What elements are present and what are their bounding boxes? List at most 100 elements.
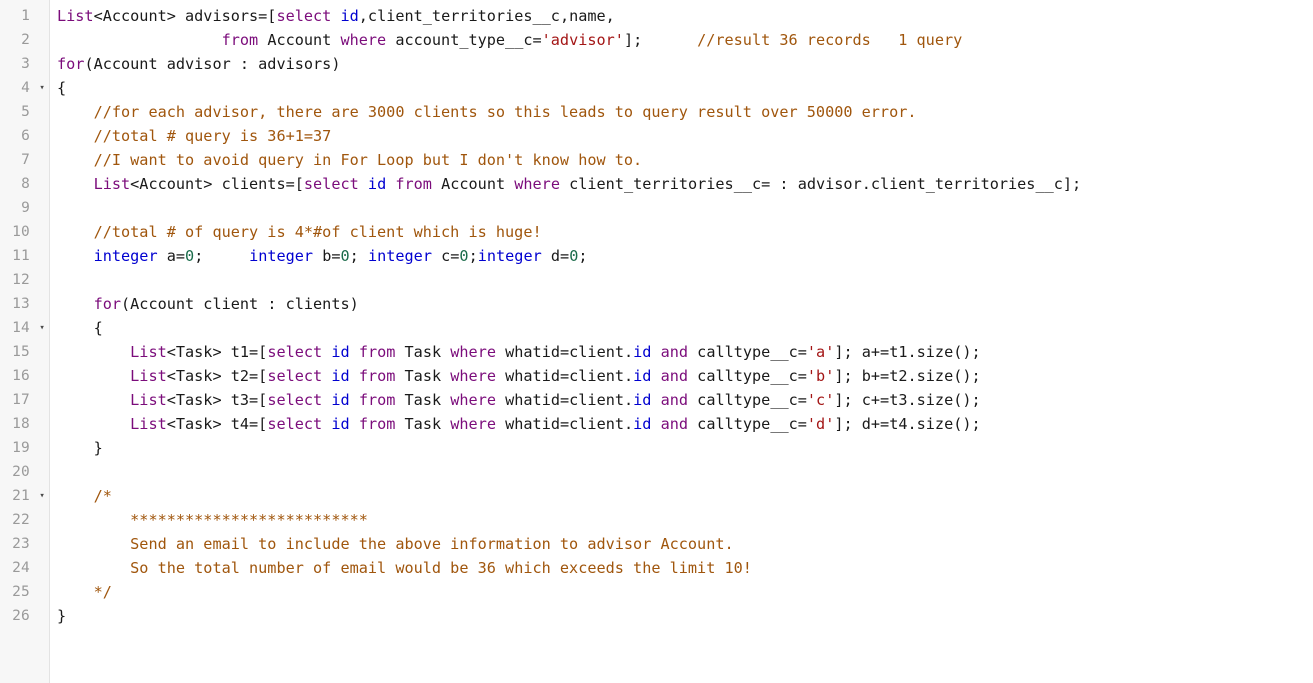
code-line[interactable]: /* xyxy=(57,484,1313,508)
code-token-plain: Account xyxy=(431,175,515,193)
code-token-comment: //total # query is 36+1=37 xyxy=(93,127,332,145)
code-token-type: integer xyxy=(93,247,158,265)
code-token-kw: from xyxy=(358,391,396,409)
line-number-label: 13 xyxy=(12,296,30,312)
code-line[interactable]: { xyxy=(57,316,1313,340)
code-token-type: id xyxy=(633,391,652,409)
code-token-type: id xyxy=(331,391,350,409)
code-line[interactable]: //total # query is 36+1=37 xyxy=(57,124,1313,148)
code-line[interactable]: { xyxy=(57,76,1313,100)
code-token-type: id xyxy=(633,343,652,361)
code-line[interactable]: ​ xyxy=(57,460,1313,484)
line-number-label: 12 xyxy=(12,272,30,288)
code-line[interactable]: } xyxy=(57,604,1313,628)
code-token-plain: Task xyxy=(395,391,451,409)
code-token-kw: from xyxy=(358,415,396,433)
code-token-kw: select xyxy=(276,7,332,25)
code-token-plain: (Account advisor : advisors) xyxy=(84,55,341,73)
code-token-type: id xyxy=(331,415,350,433)
code-line[interactable]: ​ xyxy=(57,196,1313,220)
code-token-plain: ]; c+=t3.size(); xyxy=(834,391,981,409)
code-token-plain xyxy=(57,535,130,553)
code-line[interactable]: ​ xyxy=(57,268,1313,292)
code-token-plain xyxy=(350,367,359,385)
code-token-comment: Send an email to include the above infor… xyxy=(130,535,734,553)
code-line[interactable]: */ xyxy=(57,580,1313,604)
line-number-26: 26 xyxy=(0,604,49,628)
code-token-plain xyxy=(57,223,94,241)
code-line[interactable]: } xyxy=(57,436,1313,460)
line-number-25: 25 xyxy=(0,580,49,604)
line-number-17: 17 xyxy=(0,388,49,412)
line-number-label: 22 xyxy=(12,512,30,528)
code-token-comment: /* xyxy=(93,487,112,505)
code-content-area[interactable]: List<Account> advisors=[select id,client… xyxy=(50,0,1313,683)
code-line[interactable]: for(Account advisor : advisors) xyxy=(57,52,1313,76)
code-line[interactable]: List<Account> advisors=[select id,client… xyxy=(57,4,1313,28)
line-number-label: 7 xyxy=(21,152,30,168)
code-fold-triangle-icon[interactable]: ▾ xyxy=(39,323,45,333)
code-fold-triangle-icon[interactable]: ▾ xyxy=(39,491,45,501)
line-number-label: 10 xyxy=(12,224,30,240)
code-token-plain: } xyxy=(57,439,103,457)
code-line[interactable]: //for each advisor, there are 3000 clien… xyxy=(57,100,1313,124)
line-number-label: 1 xyxy=(21,8,30,24)
code-token-plain: <Task> t4=[ xyxy=(166,415,268,433)
code-line[interactable]: List<Task> t2=[select id from Task where… xyxy=(57,364,1313,388)
code-token-comment: So the total number of email would be 36… xyxy=(130,559,752,577)
line-number-label: 23 xyxy=(12,536,30,552)
code-line[interactable]: List<Task> t4=[select id from Task where… xyxy=(57,412,1313,436)
code-line[interactable]: for(Account client : clients) xyxy=(57,292,1313,316)
code-token-type: id xyxy=(633,415,652,433)
code-line[interactable]: //total # of query is 4*#of client which… xyxy=(57,220,1313,244)
code-token-comment: ************************** xyxy=(130,511,368,529)
code-token-type: integer xyxy=(249,247,314,265)
line-number-label: 4 xyxy=(21,80,30,96)
line-number-label: 24 xyxy=(12,560,30,576)
code-token-kw: and xyxy=(660,415,689,433)
code-token-plain: ; xyxy=(578,247,588,265)
code-token-plain: whatid=client. xyxy=(495,415,634,433)
code-token-plain: whatid=client. xyxy=(495,367,634,385)
code-fold-triangle-icon[interactable]: ▾ xyxy=(39,83,45,93)
code-token-plain: <Task> t2=[ xyxy=(166,367,268,385)
code-token-plain xyxy=(651,391,660,409)
line-number-22: 22 xyxy=(0,508,49,532)
code-line[interactable]: //I want to avoid query in For Loop but … xyxy=(57,148,1313,172)
line-number-14: 14▾ xyxy=(0,316,49,340)
line-number-10: 10 xyxy=(0,220,49,244)
line-number-13: 13 xyxy=(0,292,49,316)
code-line[interactable]: List<Task> t3=[select id from Task where… xyxy=(57,388,1313,412)
code-line[interactable]: ************************** xyxy=(57,508,1313,532)
code-token-plain: ; xyxy=(194,247,250,265)
code-token-comment: //total # of query is 4*#of client which… xyxy=(93,223,542,241)
code-line[interactable]: Send an email to include the above infor… xyxy=(57,532,1313,556)
line-number-4: 4▾ xyxy=(0,76,49,100)
line-number-label: 17 xyxy=(12,392,30,408)
code-token-type: id xyxy=(331,367,350,385)
code-token-plain: whatid=client. xyxy=(495,343,634,361)
line-number-6: 6 xyxy=(0,124,49,148)
code-line[interactable]: So the total number of email would be 36… xyxy=(57,556,1313,580)
code-token-plain xyxy=(651,367,660,385)
code-token-plain: ; xyxy=(349,247,368,265)
code-line[interactable]: List<Task> t1=[select id from Task where… xyxy=(57,340,1313,364)
code-token-str: 'a' xyxy=(806,343,835,361)
code-token-plain: Task xyxy=(395,415,451,433)
code-token-kw: List xyxy=(57,7,94,25)
code-line[interactable]: integer a=0; integer b=0; integer c=0;in… xyxy=(57,244,1313,268)
code-token-kw: where xyxy=(340,31,387,49)
code-token-kw: from xyxy=(358,343,396,361)
line-number-21: 21▾ xyxy=(0,484,49,508)
code-token-plain xyxy=(57,511,130,529)
code-token-kw: and xyxy=(660,343,689,361)
code-token-plain xyxy=(57,127,94,145)
code-token-plain xyxy=(651,415,660,433)
code-token-plain: c= xyxy=(431,247,460,265)
code-line[interactable]: List<Account> clients=[select id from Ac… xyxy=(57,172,1313,196)
code-line[interactable]: from Account where account_type__c='advi… xyxy=(57,28,1313,52)
code-token-type: id xyxy=(331,343,350,361)
code-token-kw: and xyxy=(660,391,689,409)
